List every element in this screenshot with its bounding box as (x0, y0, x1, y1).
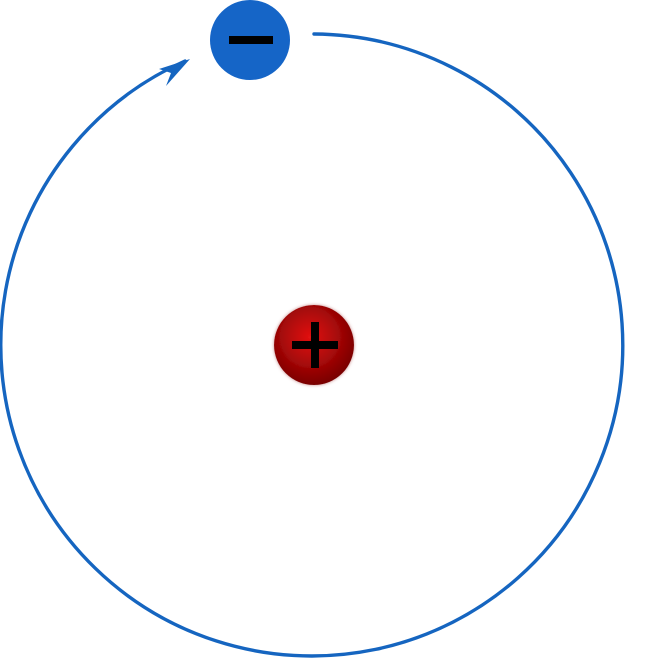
minus-icon (229, 36, 273, 44)
electron (210, 0, 290, 80)
plus-icon (292, 322, 338, 368)
electron-orbit (0, 32, 625, 658)
arrowhead-icon (159, 59, 190, 86)
